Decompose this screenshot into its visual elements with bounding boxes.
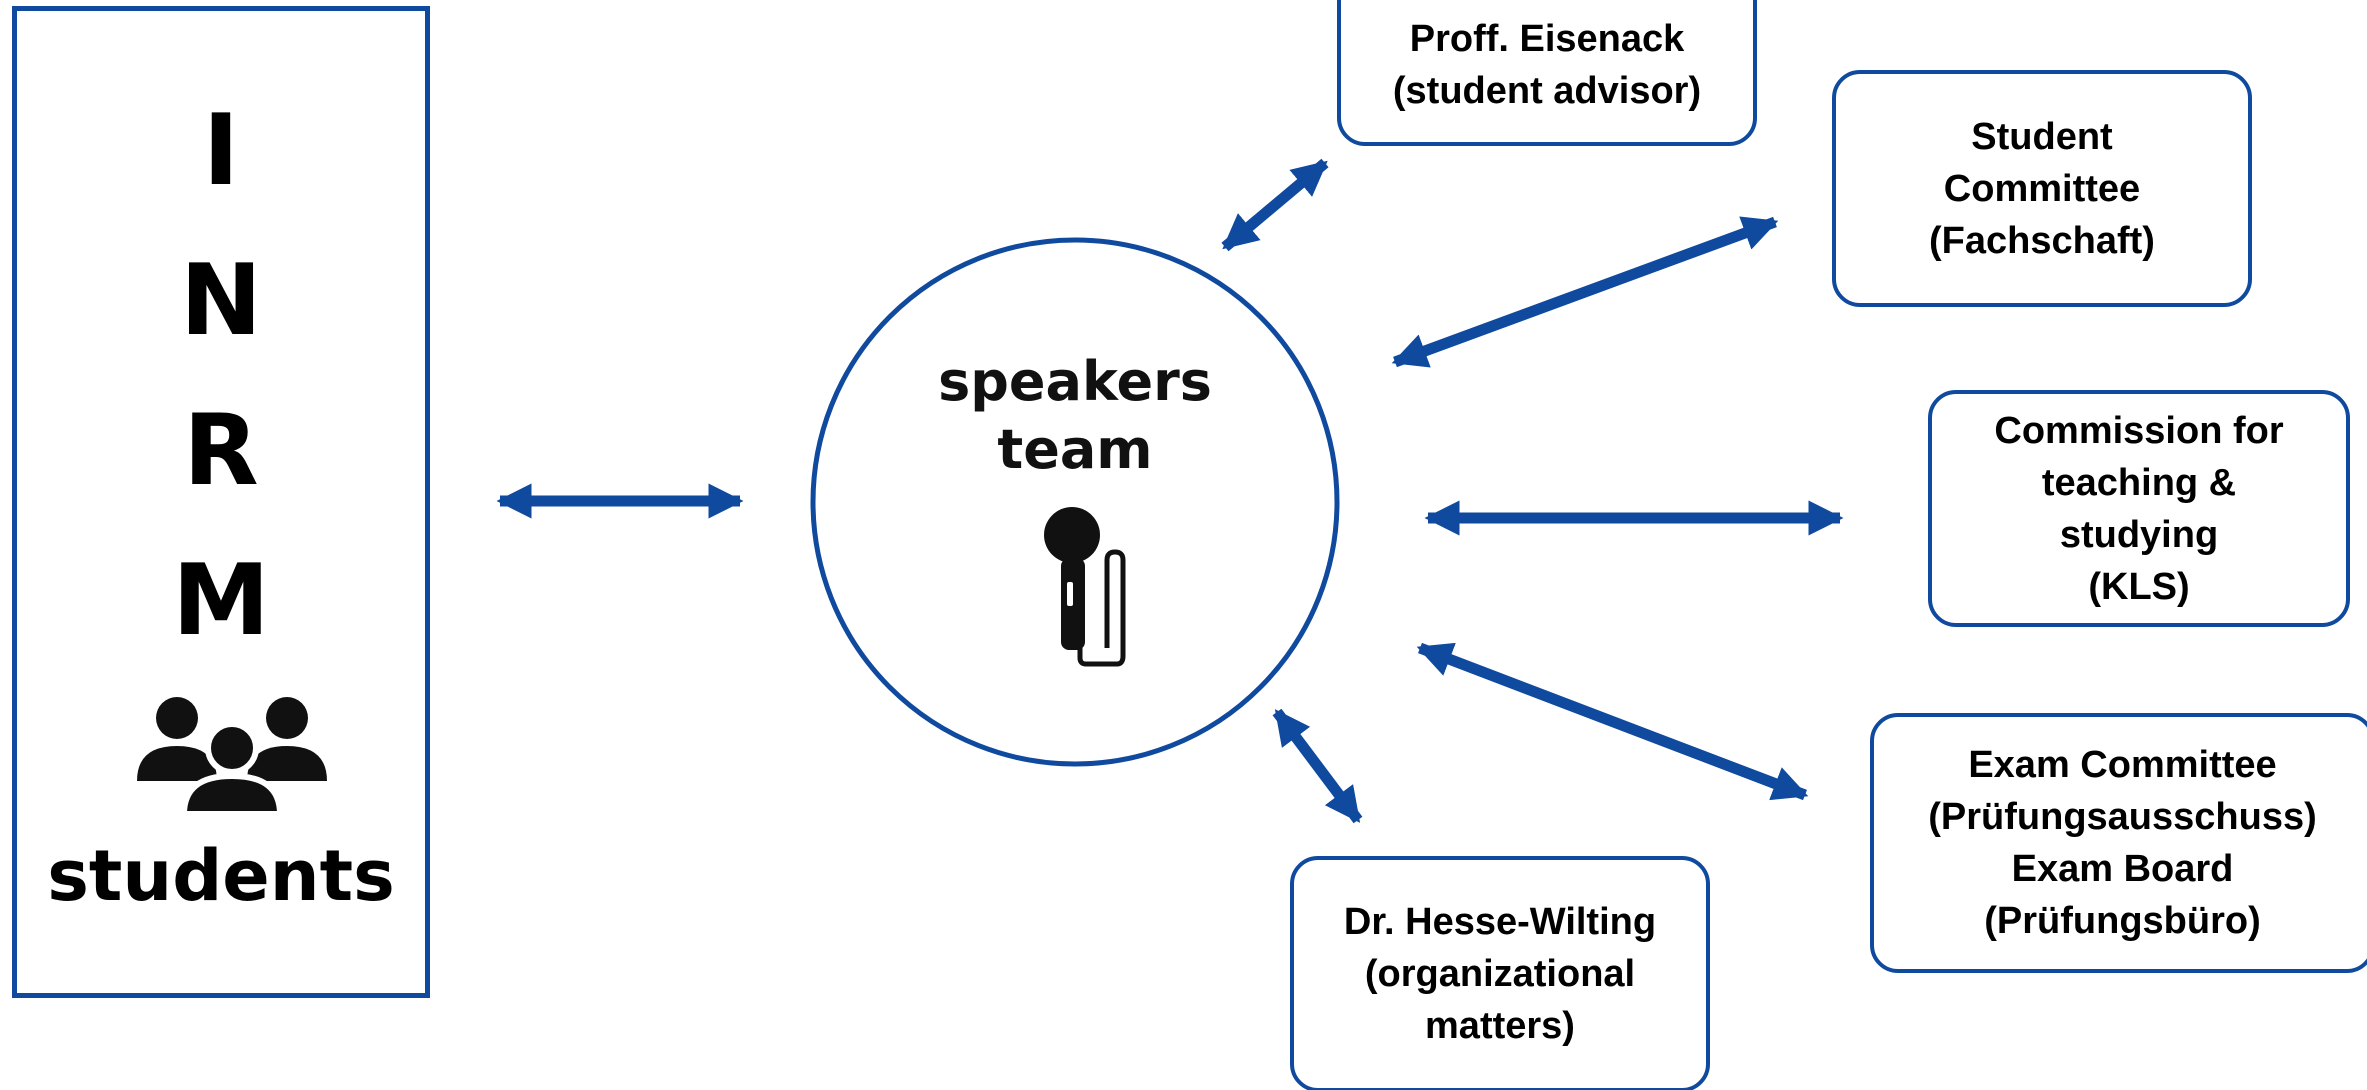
speakers-team-label: speakers team (938, 350, 1212, 481)
speakers-team-circle (810, 237, 1340, 767)
box-kls-text: Commission for teaching & studying (KLS) (1994, 409, 2284, 608)
arrow-speakers-organizational (1272, 708, 1363, 824)
box-organizational-text: Dr. Hesse-Wilting (organizational matter… (1343, 901, 1657, 1047)
inrm-letter-n: N (179, 244, 263, 358)
people-group-icon (137, 697, 327, 816)
box-organizational: Dr. Hesse-Wilting (organizational matter… (1290, 856, 1710, 1090)
arrow-speakers-exam (1416, 642, 1809, 801)
inrm-letter-m: M (172, 544, 270, 658)
box-exam-committee: Exam Committee (Prüfungsausschuss) Exam … (1870, 713, 2367, 973)
inrm-letter-r: R (183, 394, 259, 508)
microphone-icon (1044, 507, 1126, 667)
box-student-committee-text: Student Committee (Fachschaft) (1929, 115, 2155, 262)
inrm-letter-i: I (202, 94, 240, 208)
students-panel: I N R M students (12, 6, 430, 998)
arrow-speakers-student-committee (1391, 216, 1779, 368)
box-student-committee: Student Committee (Fachschaft) (1832, 70, 2252, 307)
students-label: students (47, 835, 395, 917)
box-student-advisor-text: Proff. Eisenack (student advisor) (1392, 18, 1702, 112)
box-student-advisor: Proff. Eisenack (student advisor) (1337, 0, 1757, 146)
box-kls: Commission for teaching & studying (KLS) (1928, 390, 2350, 627)
box-exam-committee-text: Exam Committee (Prüfungsausschuss) Exam … (1928, 744, 2317, 942)
arrow-speakers-advisor (1221, 158, 1329, 252)
